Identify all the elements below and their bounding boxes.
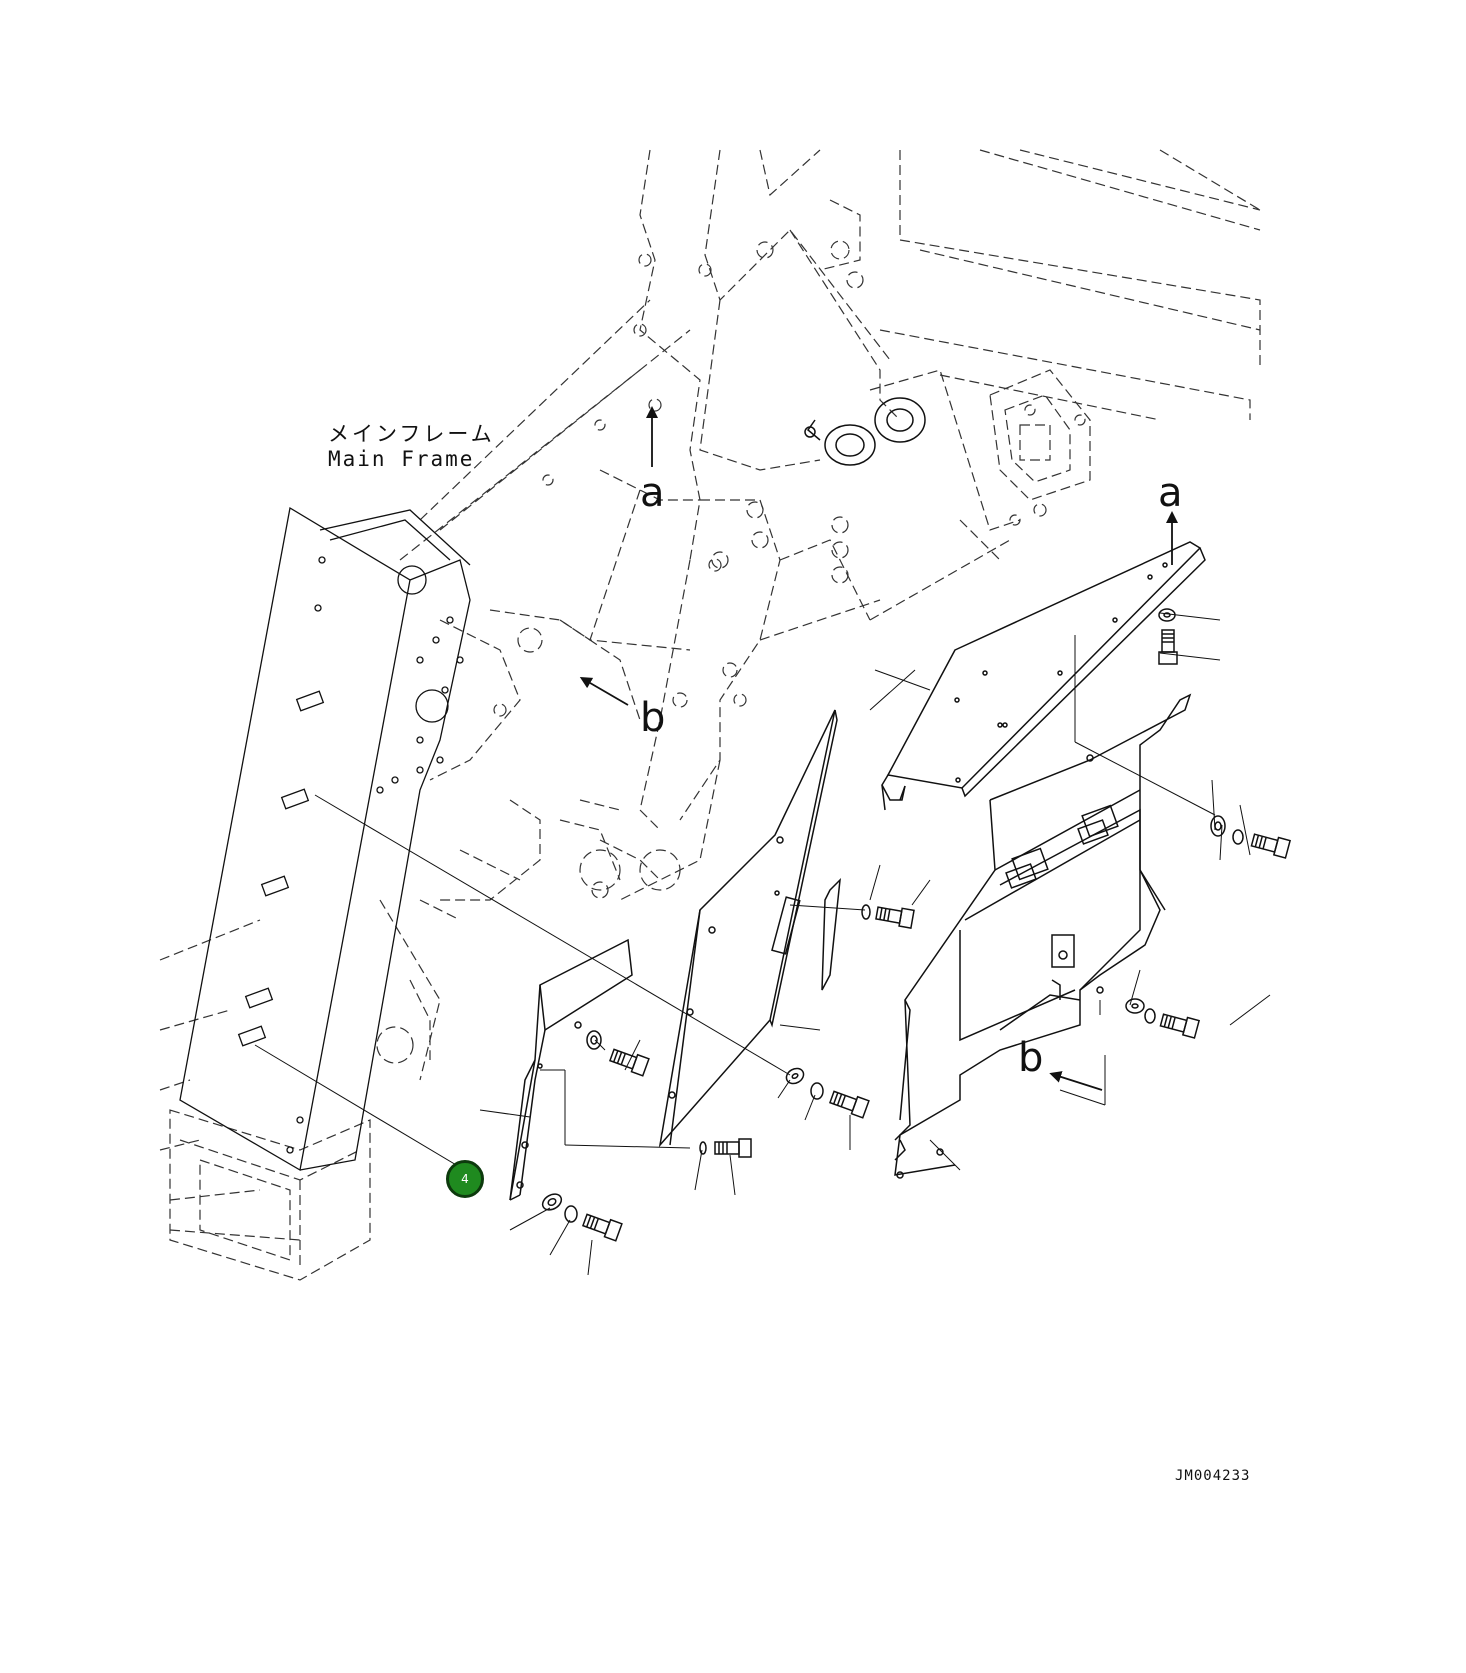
lower-left-plate <box>510 940 632 1200</box>
main-frame-outline <box>160 150 1260 1280</box>
fastener-washers <box>540 609 1243 1222</box>
middle-cover-plate <box>660 710 837 1145</box>
fastener-bolts <box>582 630 1290 1241</box>
pivot-rings <box>805 398 925 465</box>
main-frame-label-jp: メインフレーム <box>328 422 495 446</box>
main-frame-label-en: Main Frame <box>328 447 475 471</box>
top-cover-plate <box>882 542 1205 810</box>
view-b-label-right: b <box>1018 1035 1044 1081</box>
view-b-label-left: b <box>640 695 666 741</box>
middle-strip <box>822 880 840 990</box>
view-a-label-right: a <box>1158 470 1183 516</box>
view-arrows <box>579 406 1178 1090</box>
frame-bracket-right <box>990 370 1090 525</box>
left-column-plate <box>180 508 470 1170</box>
callout-part-4[interactable]: 4 <box>446 1160 484 1198</box>
view-a-label-top: a <box>640 470 665 516</box>
leader-lines <box>255 613 1270 1275</box>
right-door-panel <box>895 695 1190 1178</box>
drawing-code: JM004233 <box>1175 1468 1251 1484</box>
